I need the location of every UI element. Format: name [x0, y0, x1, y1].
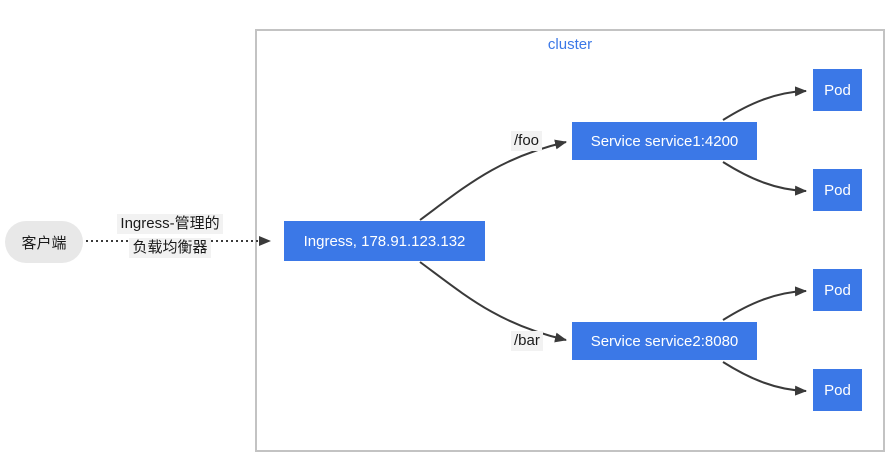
edge-service2-to-pod4	[722, 361, 807, 396]
cluster-label: cluster	[547, 36, 593, 53]
edge-label-load-balancer: Ingress-管理的 负载均衡器	[90, 214, 250, 258]
edge-ingress-to-service1	[419, 139, 567, 221]
ingress-node: Ingress, 178.91.123.132	[284, 221, 485, 261]
pod-node: Pod	[813, 169, 862, 211]
edge-service1-to-pod2	[722, 161, 807, 196]
edge-label-line1: Ingress-管理的	[117, 214, 223, 234]
edge-service2-to-pod3	[722, 286, 807, 321]
edge-service1-to-pod1	[722, 86, 807, 121]
client-node: 客户端	[5, 221, 83, 263]
pod-node: Pod	[813, 269, 862, 311]
pod-node: Pod	[813, 369, 862, 411]
pod-node: Pod	[813, 69, 862, 111]
edge-label-bar: /bar	[511, 331, 543, 351]
service2-node: Service service2:8080	[572, 322, 757, 360]
service1-node: Service service1:4200	[572, 122, 757, 160]
edge-label-line2: 负载均衡器	[129, 238, 211, 258]
edge-ingress-to-service2	[419, 261, 567, 343]
edge-label-foo: /foo	[511, 131, 543, 151]
